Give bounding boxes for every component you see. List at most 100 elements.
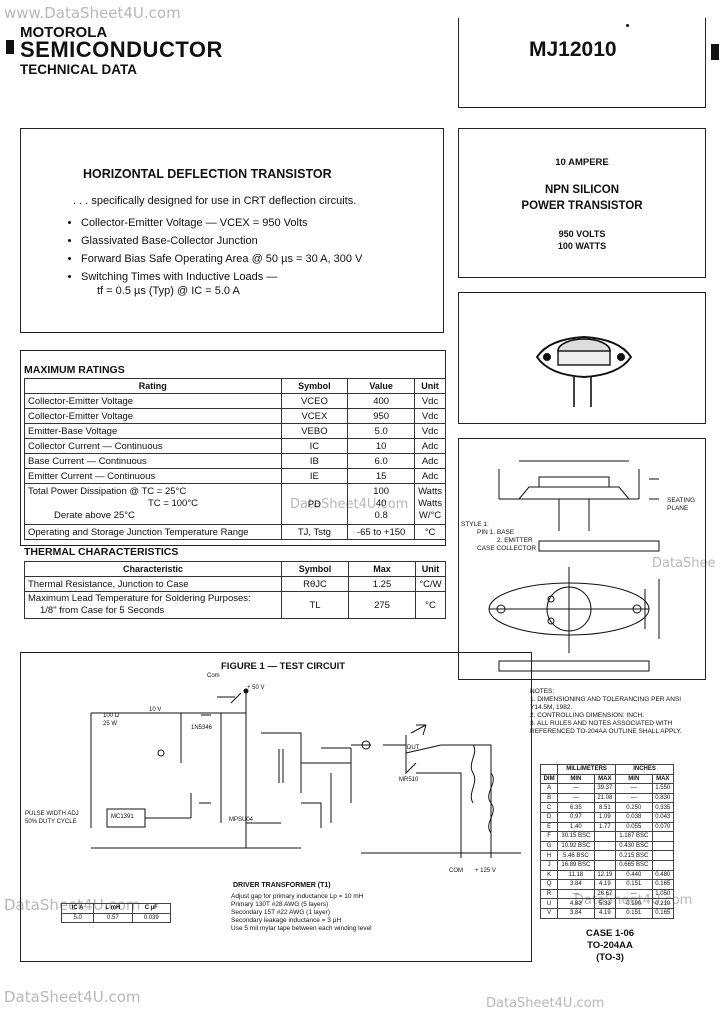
dim-cell: — <box>615 792 653 804</box>
dim-cell: 16.89 BSC <box>557 859 595 871</box>
col-header: Unit <box>414 378 446 394</box>
note-item: 2. CONTROLLING DIMENSION: INCH. <box>530 712 645 719</box>
rating-cell: Base Current — Continuous <box>24 453 282 469</box>
dim-header: MAX <box>593 773 617 785</box>
unit-cell: Vdc <box>414 408 446 424</box>
dim-cell: — <box>615 783 653 794</box>
lc-header: IC A <box>60 903 95 914</box>
transformer-note: Secondary 15T #22 AWG (1 layer) <box>231 909 330 916</box>
ratings-box <box>20 350 446 546</box>
dim-cell: 1.050 <box>651 888 675 900</box>
package-outline-drawing <box>488 460 660 672</box>
dim-cell: J <box>539 859 559 871</box>
dim-cell: 0.070 <box>651 821 675 833</box>
symbol-cell: VCEO <box>280 393 349 409</box>
dim-group: MILLIMETERS <box>557 764 617 775</box>
dim-cell: 0.250 <box>615 802 653 813</box>
power-label-2: TC = 100°C <box>148 498 199 509</box>
description-intro: . . . specifically designed for use in C… <box>73 195 357 207</box>
transformer-notes: Adjust gap for primary inductance Lp = 1… <box>231 893 372 933</box>
dim-cell: 0.335 <box>651 802 675 813</box>
lc-cell: 0.57 <box>93 912 133 924</box>
rating-cell: Operating and Storage Junction Temperatu… <box>24 524 282 540</box>
unit-cell: Vdc <box>414 393 446 409</box>
feature-sub: tf = 0.5 µs (Typ) @ IC = 5.0 A <box>97 285 240 297</box>
pin-item: PIN 1. BASE <box>477 529 515 536</box>
col-header: Max <box>348 561 416 577</box>
value-cell: 5.0 <box>347 423 416 439</box>
summary-voltage: 950 VOLTS <box>558 229 606 239</box>
watermark-bottom-right: DataSheet4U.com <box>486 996 605 1011</box>
dim-cell: 1.09 <box>593 811 617 823</box>
dim-header-blank <box>539 764 559 775</box>
dim-cell: 1.187 BSC <box>615 831 653 842</box>
feature-item: Switching Times with Inductive Loads — <box>81 271 423 283</box>
package-photo-box <box>458 292 706 424</box>
rating-cell: Collector Current — Continuous <box>24 438 282 454</box>
dim-cell: 39.37 <box>593 783 617 794</box>
pin-list: PIN 1. BASE 2. EMITTER CASE COLLECTOR <box>477 529 536 553</box>
symbol-cell: IB <box>280 453 349 469</box>
dot-mark <box>626 24 629 27</box>
dim-group: INCHES <box>615 764 674 775</box>
power-unit-2: Watts <box>418 498 442 509</box>
header-marker-right <box>711 44 719 60</box>
dim-row: B—21.08—0.830 <box>539 792 675 804</box>
case-number: CASE 1-06 <box>585 928 635 939</box>
dim-cell: 11.18 <box>557 869 595 881</box>
dim-cell <box>593 859 617 871</box>
dim-cell: — <box>557 783 595 794</box>
label-mc1391: MC1391 <box>111 814 134 820</box>
dim-cell: V <box>539 907 559 919</box>
col-header: Value <box>347 378 416 394</box>
dim-cell <box>651 859 675 871</box>
header-marker-left <box>6 40 14 54</box>
value-cell: 15 <box>347 468 416 484</box>
pin-item: CASE COLLECTOR <box>477 545 537 552</box>
dim-cell: D <box>539 811 559 823</box>
transformer-note: Adjust gap for primary inductance Lp = 1… <box>231 893 364 900</box>
label-dut: DUT <box>407 745 420 751</box>
lead-temp-label-2: 1/8" from Case for 5 Seconds <box>40 605 165 616</box>
power-unit-1: Watts <box>418 486 442 497</box>
feature-item: Forward Bias Safe Operating Area @ 50 µs… <box>81 253 423 265</box>
value-cell: 6.0 <box>347 453 416 469</box>
dim-cell: 4.19 <box>593 879 617 890</box>
table-row-power: Total Power Dissipation @ TC = 25°C TC =… <box>24 483 446 525</box>
dim-cell: 1.550 <box>651 783 675 794</box>
dim-row: A—39.37—1.550 <box>539 783 675 794</box>
dim-cell: Q <box>539 879 559 890</box>
note-item: 1. DIMENSIONING AND TOLERANCING PER ANSI… <box>530 696 682 711</box>
dim-cell: 0.055 <box>615 821 653 833</box>
note-item: 3. ALL RULES AND NOTES ASSOCIATED WITH R… <box>530 720 682 735</box>
symbol-cell: VEBO <box>280 423 349 439</box>
feature-item: Glassivated Base-Collector Junction <box>81 235 423 247</box>
watermark-top: www.DataSheet4U.com <box>4 4 181 22</box>
dim-cell: 1.77 <box>593 821 617 833</box>
lc-cell: 0.039 <box>131 912 172 924</box>
dim-cell: 6.35 <box>557 802 595 813</box>
test-circuit-box: FIGURE 1 — TEST CIRCUIT Com + 50 V 10 V … <box>20 652 532 962</box>
symbol-cell: TJ, Tstg <box>280 524 349 540</box>
dim-cell: 0.215 BSC <box>615 850 653 861</box>
dim-cell <box>593 840 617 852</box>
test-circuit-schematic <box>90 688 521 858</box>
dim-cell: 0.97 <box>557 811 595 823</box>
unit-cell: Adc <box>414 438 446 454</box>
label-mr510: MR510 <box>399 777 419 783</box>
max-ratings-table: Rating Symbol Value Unit Collector-Emitt… <box>24 378 446 540</box>
dim-cell: 30.15 BSC <box>557 831 595 842</box>
unit-cell: °C <box>415 591 446 619</box>
dim-cell: 0.480 <box>651 869 675 881</box>
summary-power: 100 WATTS <box>557 241 607 251</box>
unit-cell: Adc <box>414 453 446 469</box>
